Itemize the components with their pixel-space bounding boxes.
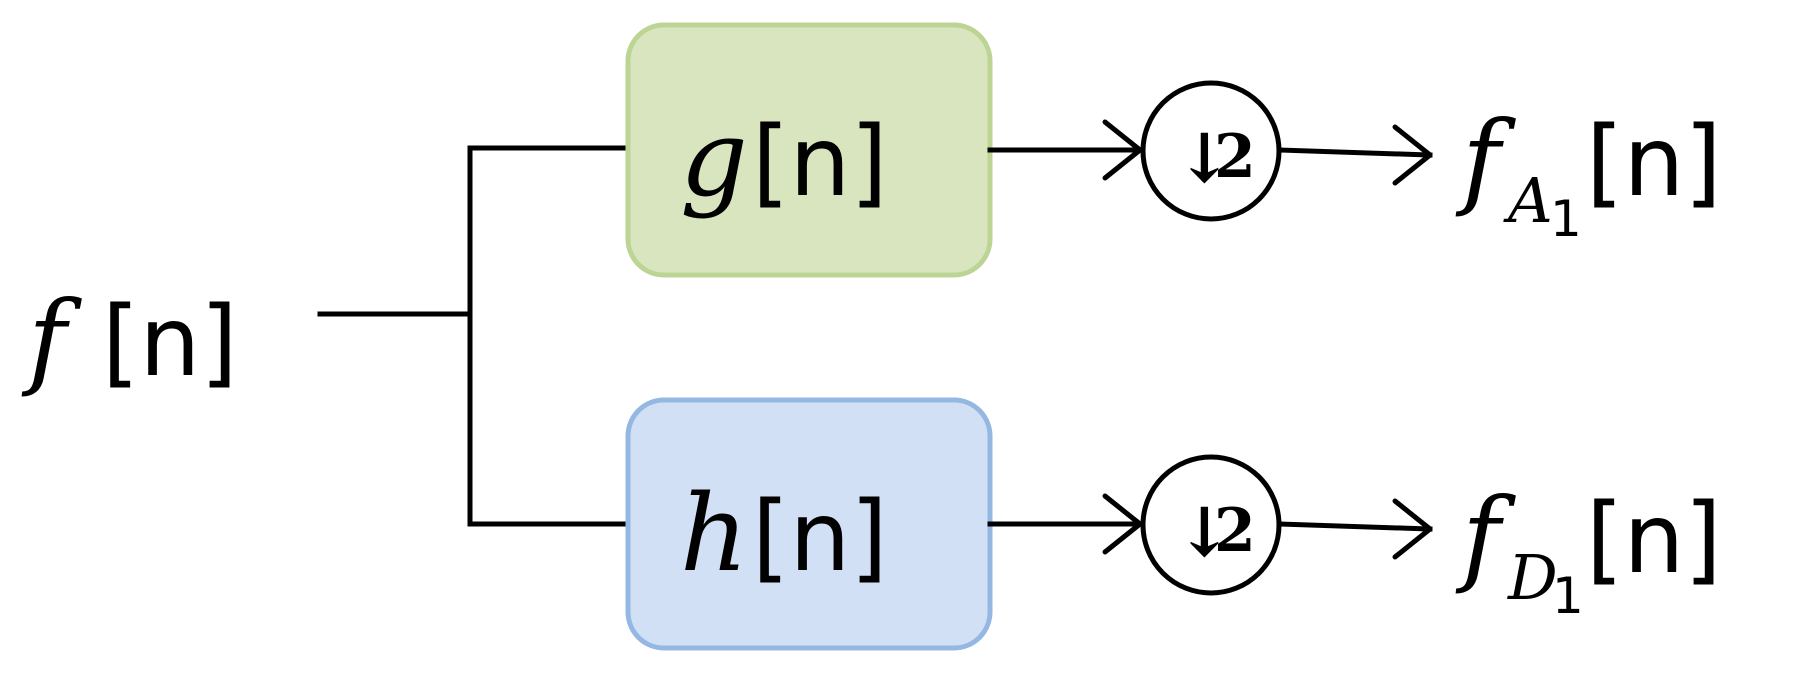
- lowpass-filter-symbol: g: [680, 97, 748, 220]
- upper-downsampler: ↓ 2: [1140, 80, 1282, 222]
- lowpass-filter-arg: [n]: [752, 106, 888, 218]
- lower-output-arrowhead: [1392, 498, 1433, 560]
- approximation-output-label: f A 1 [n]: [1455, 98, 1722, 248]
- detail-subscript-letter: D: [1507, 541, 1558, 614]
- detail-output-label: f D 1 [n]: [1455, 475, 1722, 625]
- lowpass-filter-box: g [n]: [625, 22, 993, 278]
- highpass-filter-arg: [n]: [752, 481, 888, 593]
- lower-output-wire: [1276, 521, 1433, 532]
- approximation-symbol: f: [1455, 98, 1516, 220]
- lower-downsample-arrow: ↓: [1176, 493, 1233, 573]
- lower-downsampler-arrowhead: [1102, 493, 1143, 555]
- input-symbol: f: [21, 278, 82, 400]
- lower-downsampler: ↓ 2: [1140, 454, 1282, 596]
- input-signal-label: f [n]: [21, 278, 238, 400]
- highpass-filter-box: h [n]: [625, 397, 993, 651]
- approximation-arg: [n]: [1586, 106, 1722, 218]
- upper-output-wire: [1276, 147, 1433, 158]
- upper-output-arrowhead: [1392, 124, 1433, 186]
- detail-subscript-index: 1: [1552, 567, 1584, 625]
- approximation-subscript-letter: A: [1503, 164, 1553, 237]
- detail-symbol: f: [1455, 475, 1516, 597]
- highpass-filter-symbol: h: [680, 472, 748, 595]
- input-arg: [n]: [102, 286, 238, 398]
- upper-downsample-arrow: ↓: [1176, 119, 1233, 199]
- upper-downsampler-arrowhead: [1102, 119, 1143, 181]
- approximation-subscript-index: 1: [1550, 190, 1582, 248]
- detail-arg: [n]: [1586, 483, 1722, 595]
- lower-downsample-factor: 2: [1214, 496, 1256, 566]
- upper-downsample-factor: 2: [1214, 122, 1256, 192]
